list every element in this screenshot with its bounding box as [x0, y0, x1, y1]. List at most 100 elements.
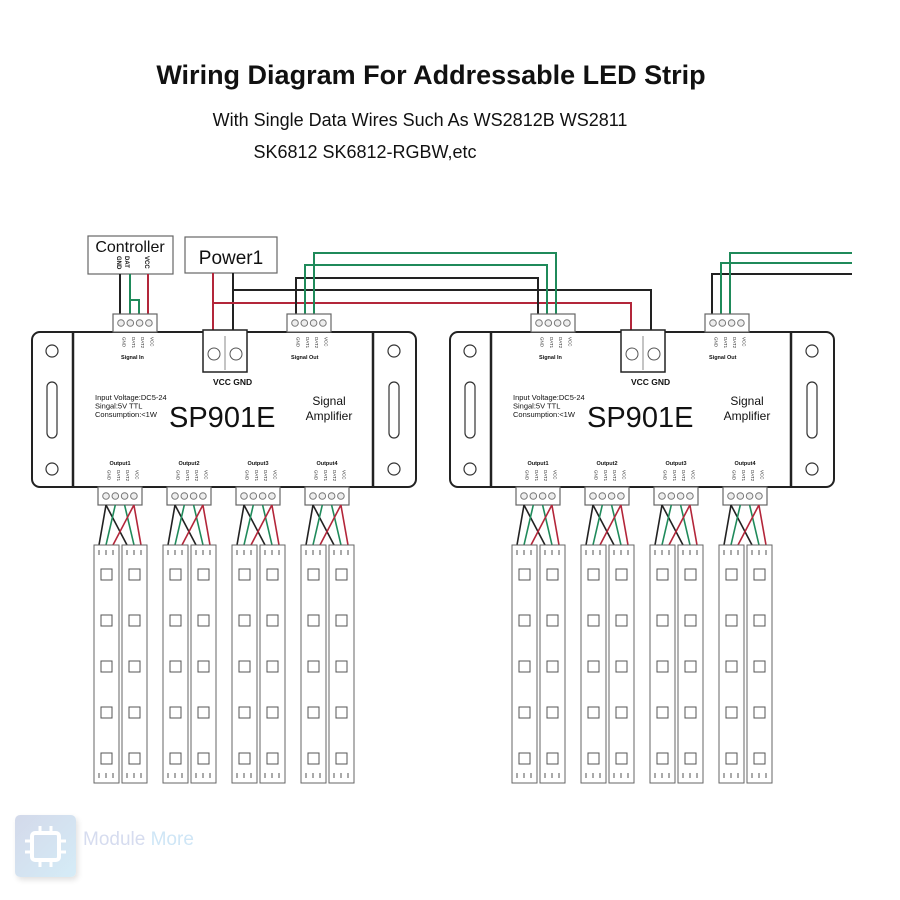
gnd-wire — [592, 504, 615, 546]
power-supply-label: Power1 — [199, 248, 263, 269]
mounting-hole — [463, 462, 477, 476]
led-chip — [169, 660, 182, 673]
terminal-screw — [598, 492, 607, 500]
signal-in-pin-label: DAT1 — [131, 337, 136, 349]
output-pin-label: GND — [245, 470, 250, 481]
terminal-screw — [249, 492, 258, 500]
diagram-title: Wiring Diagram For Addressable LED Strip — [156, 60, 706, 90]
vcc-wire — [668, 504, 691, 546]
controller-pin-label: GND — [115, 256, 121, 270]
led-chip — [587, 568, 600, 581]
model-name: SP901E — [587, 402, 693, 434]
terminal-screw — [548, 492, 556, 500]
led-chip — [307, 660, 320, 673]
mounting-slot — [806, 381, 818, 439]
led-chip — [100, 660, 113, 673]
output-pin-label: DAT1 — [603, 470, 608, 482]
terminal-screw — [300, 319, 309, 327]
chip-icon — [15, 815, 76, 877]
vcc-wire — [133, 504, 142, 546]
led-chip — [238, 614, 251, 627]
signal-in-pin-label: DAT1 — [549, 337, 554, 349]
terminal-screw — [291, 319, 299, 327]
terminal-screw — [607, 492, 616, 500]
data-wire — [123, 504, 135, 546]
output-pin-label: DAT2 — [263, 470, 268, 482]
output-label: Output3 — [665, 461, 686, 467]
vcc-wire — [758, 504, 767, 546]
output-connector — [515, 486, 561, 506]
led-chip — [518, 568, 531, 581]
output-pin-label: VCC — [690, 470, 695, 480]
terminal-screw — [318, 492, 327, 500]
data-wire — [312, 504, 324, 546]
output-connector — [166, 486, 212, 506]
led-chip — [587, 660, 600, 673]
terminal-screw — [737, 319, 745, 327]
link-data2-wire — [313, 252, 557, 320]
led-chip — [197, 706, 210, 719]
data-wire — [679, 504, 691, 546]
output-pin-label: DAT2 — [332, 470, 337, 482]
terminal-screw — [135, 319, 144, 327]
terminal-screw — [718, 319, 727, 327]
vcc-wire — [599, 504, 622, 546]
gnd-wire — [174, 504, 197, 546]
gnd-wire — [312, 504, 335, 546]
led-chip — [307, 614, 320, 627]
mounting-slot — [464, 381, 476, 439]
gnd-wire — [167, 504, 176, 546]
output-pin-label: GND — [663, 470, 668, 481]
spec-line: Consumption:<1W — [513, 410, 576, 419]
terminal-screw — [268, 492, 276, 500]
terminal-screw — [240, 492, 248, 500]
data-wire — [174, 504, 186, 546]
led-chip — [753, 568, 766, 581]
led-chip — [615, 660, 628, 673]
led-chip — [684, 660, 697, 673]
terminal-screw — [563, 319, 571, 327]
led-chip — [725, 752, 738, 765]
led-chip — [684, 614, 697, 627]
led-chip — [725, 660, 738, 673]
led-chip — [546, 660, 559, 673]
led-chip — [238, 752, 251, 765]
data-wire — [105, 504, 117, 546]
output-connector — [584, 486, 630, 506]
led-chip — [169, 706, 182, 719]
next-data1-wire — [720, 262, 852, 320]
terminal-screw — [207, 347, 221, 361]
gnd-wire — [723, 504, 732, 546]
spec-line: Singal:5V TTL — [513, 402, 560, 411]
terminal-screw — [745, 492, 754, 500]
led-chip — [266, 752, 279, 765]
led-chip — [197, 568, 210, 581]
data-wire — [541, 504, 553, 546]
terminal-screw — [727, 319, 736, 327]
led-chip — [335, 660, 348, 673]
output-pin-label: GND — [314, 470, 319, 481]
led-chip — [684, 752, 697, 765]
led-chip — [266, 706, 279, 719]
vcc-wire — [319, 504, 342, 546]
output-pin-label: DAT2 — [681, 470, 686, 482]
signal-in-pin-label: VCC — [149, 337, 154, 347]
terminal-screw — [529, 492, 538, 500]
terminal-screw — [171, 492, 179, 500]
output-pin-label: DAT2 — [612, 470, 617, 482]
model-name: SP901E — [169, 402, 275, 434]
vcc-wire — [250, 504, 273, 546]
output-pin-label: VCC — [341, 470, 346, 480]
controller-pin-label: VCC — [143, 256, 149, 269]
power-supply-box — [184, 236, 278, 274]
terminal-screw — [647, 347, 661, 361]
data-wire — [330, 504, 342, 546]
signal-out-pin-label: GND — [714, 337, 719, 348]
output-pin-label: VCC — [203, 470, 208, 480]
led-chip — [518, 614, 531, 627]
led-chip — [307, 706, 320, 719]
terminal-screw — [111, 492, 120, 500]
signal-in-pin-label: VCC — [567, 337, 572, 347]
